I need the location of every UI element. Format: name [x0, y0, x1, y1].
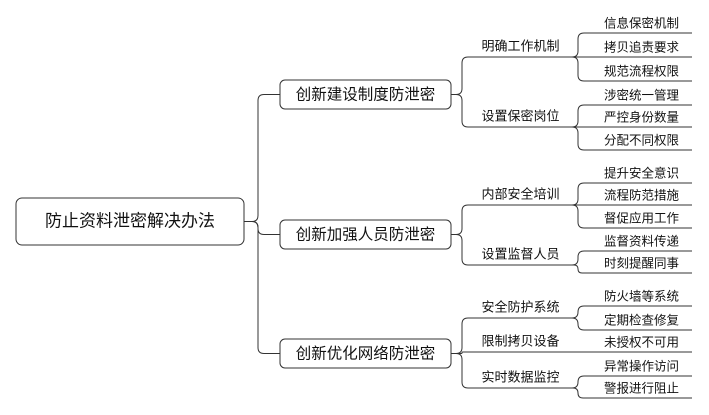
leaf-node-label: 异常操作访问 — [604, 359, 679, 374]
connector-sub-leaf — [568, 56, 591, 82]
connector-sub-leaf — [568, 387, 591, 399]
leaf-node-label: 流程防范措施 — [604, 188, 680, 203]
connector-sub-leaf — [568, 104, 591, 128]
leaf-node-label: 防火墙等系统 — [604, 289, 679, 304]
branch-node-label-3: 创新优化网络防泄密 — [296, 345, 436, 363]
connector-root-branch-3 — [244, 221, 280, 354]
leaf-node-label: 拷贝追责要求 — [604, 40, 680, 55]
connector-branch-sub-1-1 — [451, 56, 473, 95]
leaf-node-label: 提升安全意识 — [604, 166, 679, 181]
connector-branch-sub-2-1 — [451, 204, 473, 235]
leaf-node-label: 涉密统一管理 — [604, 88, 680, 103]
sub-node-label: 设置保密岗位 — [481, 109, 559, 125]
branch-node-label-2: 创新加强人员防泄密 — [296, 226, 436, 244]
leaf-node-label: 监督资料传递 — [604, 234, 680, 249]
leaf-node-label: 时刻提醒同事 — [604, 256, 679, 271]
root-node-label: 防止资料泄密解决办法 — [45, 212, 215, 232]
branch-node-3 — [279, 338, 452, 369]
leaf-node-label: 未授权不可用 — [604, 335, 679, 350]
sub-node-label: 安全防护系统 — [481, 300, 559, 316]
branch-node-2 — [279, 219, 452, 250]
connector-layer — [244, 32, 591, 399]
connector-sub-leaf — [568, 250, 591, 266]
node-layer: 防止资料泄密解决办法 创新建设制度防泄密 明确工作机制 信息保密机制拷贝追责要求规范流… — [15, 16, 692, 399]
sub-node-label: 明确工作机制 — [481, 40, 559, 55]
connector-branch-sub-2-2 — [451, 234, 473, 266]
sub-node-label: 实时数据监控 — [481, 371, 559, 386]
leaf-node-label: 分配不同权限 — [604, 133, 680, 148]
connector-branch-sub-3-3 — [451, 353, 473, 389]
connector-branch-sub-1-2 — [451, 94, 473, 128]
connector-sub-leaf — [568, 204, 591, 229]
connector-root-branch-1 — [244, 94, 280, 222]
leaf-node-label: 规范流程权限 — [604, 64, 680, 79]
connector-sub-leaf — [568, 182, 591, 206]
branch-node-1 — [279, 79, 452, 110]
connector-branch-sub-3-2 — [451, 351, 473, 354]
connector-sub-leaf — [568, 305, 591, 319]
sub-node-label: 内部安全培训 — [481, 187, 559, 203]
connector-sub-leaf — [568, 126, 591, 151]
root-node — [15, 197, 245, 246]
sub-node-label: 设置监督人员 — [481, 248, 559, 263]
connector-sub-leaf — [568, 375, 591, 389]
connector-root-branch-2 — [244, 221, 280, 235]
sub-node-label: 限制拷贝设备 — [481, 334, 559, 350]
leaf-node-label: 督促应用工作 — [604, 211, 680, 226]
leaf-node-label: 定期检查修复 — [604, 313, 680, 328]
branch-node-label-1: 创新建设制度防泄密 — [296, 86, 436, 104]
connector-sub-leaf — [568, 32, 591, 58]
connector-branch-sub-3-1 — [451, 317, 473, 354]
leaf-node-label: 警报进行阻止 — [604, 381, 679, 396]
connector-sub-leaf — [568, 264, 591, 274]
leaf-node-label: 严控身份数量 — [604, 110, 679, 125]
connector-sub-leaf — [568, 317, 591, 331]
leaf-node-label: 信息保密机制 — [604, 16, 679, 31]
